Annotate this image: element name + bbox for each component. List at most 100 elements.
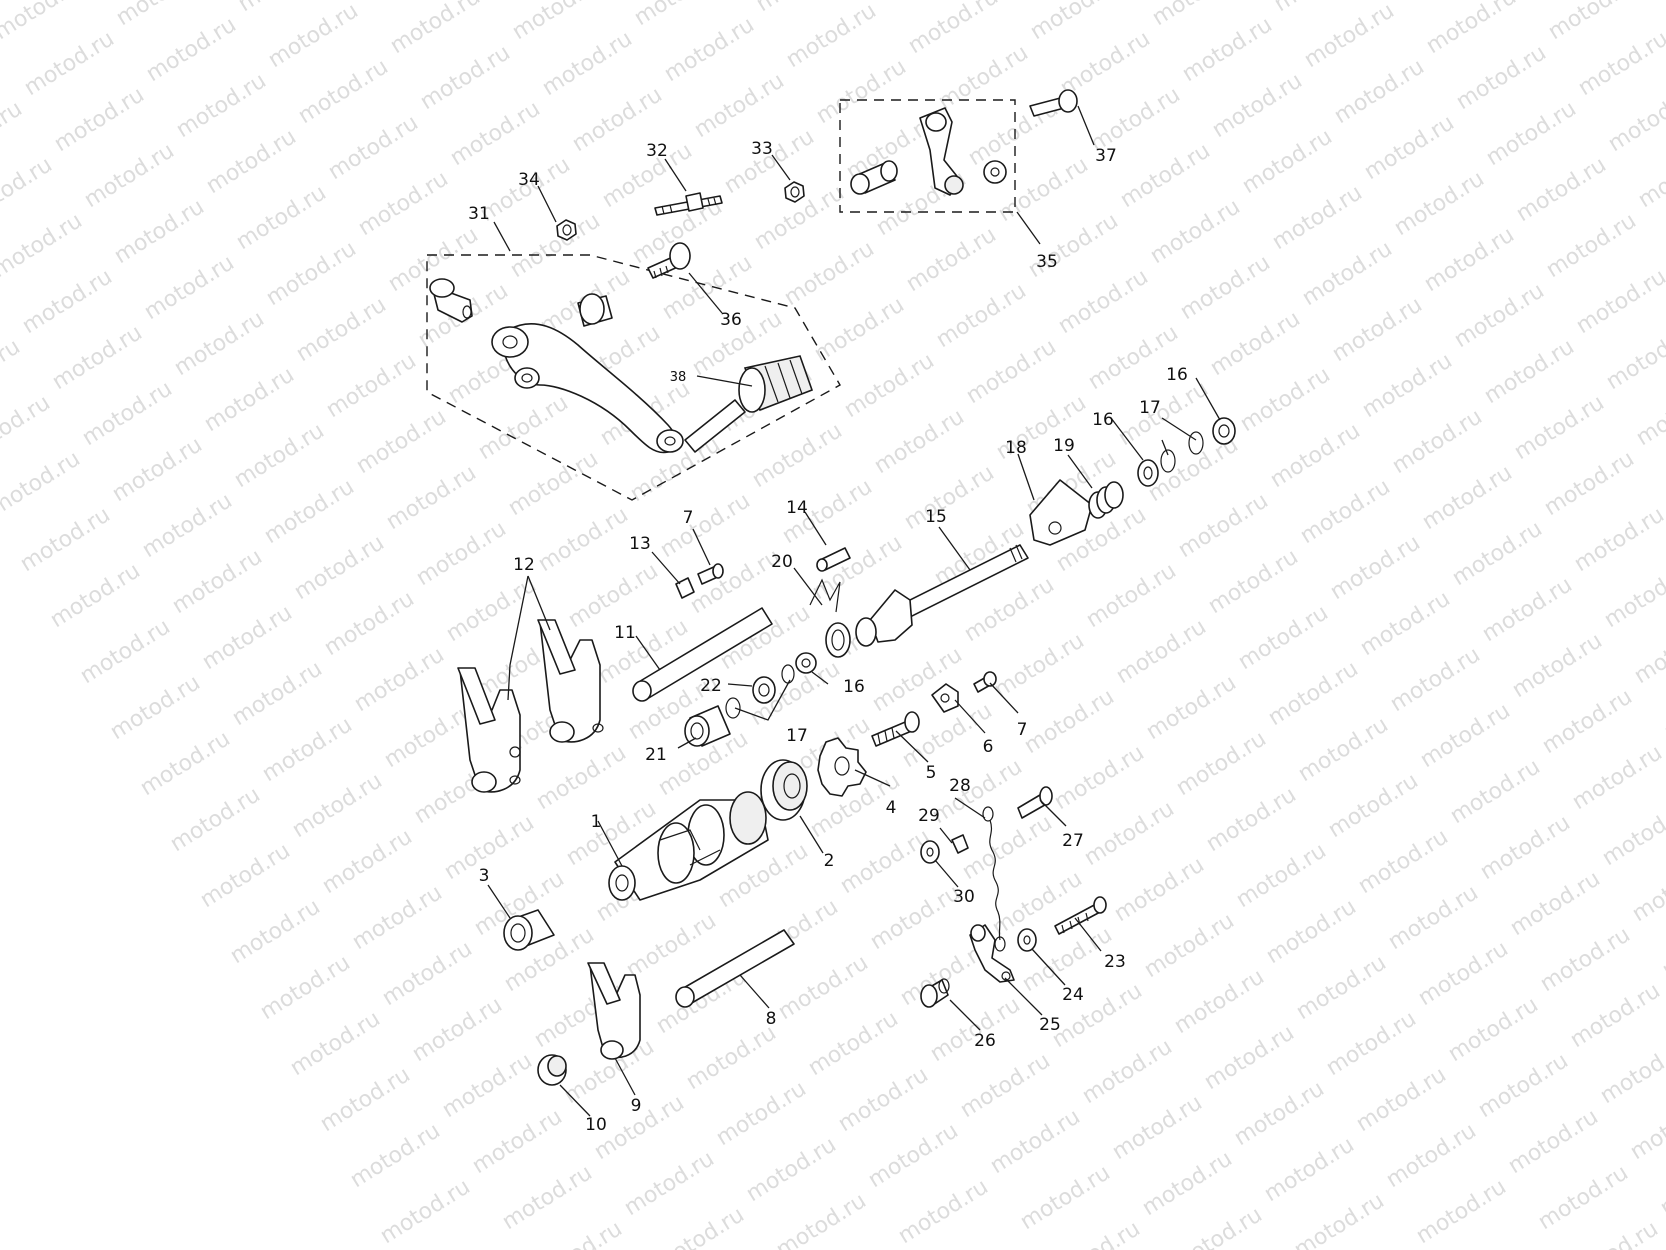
linkage-arm	[919, 107, 964, 196]
watermark-text: motod.ru	[1542, 208, 1641, 283]
watermark-text: motod.ru	[1080, 796, 1179, 871]
callout-label: 16	[1092, 410, 1114, 430]
watermark-text: motod.ru	[1602, 320, 1666, 395]
callout-label: 34	[518, 170, 540, 190]
watermark-text: motod.ru	[1384, 880, 1483, 955]
circlip	[781, 664, 795, 684]
circlip	[1188, 431, 1204, 455]
watermark-text: motod.ru	[1630, 614, 1666, 689]
watermark-text: motod.ru	[1506, 866, 1605, 941]
watermark-text: motod.ru	[894, 1174, 993, 1249]
watermark-text: motod.ru	[0, 446, 85, 521]
watermark-text: motod.ru	[956, 1048, 1055, 1123]
watermark-text: motod.ru	[1512, 152, 1611, 227]
stud-bolt	[654, 192, 723, 216]
watermark-text: motod.ru	[1414, 936, 1513, 1011]
watermark-text: motod.ru	[286, 1006, 385, 1081]
watermark-text: motod.ru	[1266, 418, 1365, 493]
watermark-text: motod.ru	[804, 1006, 903, 1081]
detent-arm	[969, 924, 1015, 983]
watermark-text: motod.ru	[994, 152, 1093, 227]
watermark-text: motod.ru	[1564, 1216, 1663, 1250]
washer	[1017, 928, 1037, 952]
watermark-text: motod.ru	[1660, 670, 1666, 745]
watermark-text: motod.ru	[1146, 194, 1245, 269]
watermark-text: motod.ru	[200, 362, 299, 437]
callout-label: 4	[886, 798, 897, 818]
watermark-text: motod.ru	[350, 642, 449, 717]
callout-label: 6	[983, 737, 994, 757]
fork-shaft	[675, 929, 795, 1008]
watermark-text: motod.ru	[1600, 558, 1666, 633]
watermark-text: motod.ru	[782, 0, 881, 73]
watermark-text: motod.ru	[46, 558, 145, 633]
watermark-text: motod.ru	[1656, 1146, 1666, 1221]
watermark-text: motod.ru	[1232, 838, 1331, 913]
watermark-text: motod.ru	[1082, 558, 1181, 633]
watermark-text: motod.ru	[564, 558, 663, 633]
watermark-text: motod.ru	[1168, 1202, 1267, 1250]
pivot-bolt	[647, 242, 691, 279]
watermark-text: motod.ru	[508, 0, 607, 45]
watermark-text: motod.ru	[1482, 96, 1581, 171]
watermark-text: motod.ru	[1420, 222, 1519, 297]
watermark-text: motod.ru	[256, 950, 355, 1025]
callout-label: 36	[720, 310, 742, 330]
callout-label: 24	[1062, 985, 1084, 1005]
fork-shaft	[632, 607, 773, 702]
callout-label: 18	[1005, 438, 1027, 458]
watermark-text: motod.ru	[1386, 642, 1485, 717]
circlip	[1160, 449, 1176, 473]
watermark-text: motod.ru	[1204, 544, 1303, 619]
watermark-text: motod.ru	[904, 0, 1003, 59]
watermark-text: motod.ru	[166, 782, 265, 857]
callout-labels: 1 2 3 4 5 6 7 7 8 9 10 11 12 13 14 15 16…	[468, 139, 1188, 1135]
watermark-text: motod.ru	[1598, 796, 1666, 871]
watermark-text: motod.ru	[378, 936, 477, 1011]
callout-label: 8	[766, 1009, 777, 1029]
lock-tab	[675, 577, 695, 599]
gear-pedal-lever	[491, 322, 684, 454]
callout-label: 15	[925, 507, 947, 527]
watermark-text: motod.ru	[1148, 0, 1247, 31]
callout-label: 2	[824, 851, 835, 871]
linkage-rod-end	[850, 160, 898, 195]
watermark-text: motod.ru	[382, 460, 481, 535]
callout-label: 17	[786, 726, 808, 746]
watermark-text: motod.ru	[682, 1020, 781, 1095]
watermark-text: motod.ru	[1422, 0, 1521, 59]
watermark-text: motod.ru	[1174, 488, 1273, 563]
watermark-text: motod.ru	[0, 152, 57, 227]
watermark-text: motod.ru	[346, 1118, 445, 1193]
watermark-text: motod.ru	[1568, 740, 1666, 815]
watermark-text: motod.ru	[902, 222, 1001, 297]
watermark-text: motod.ru	[1328, 292, 1427, 367]
bolt	[697, 563, 724, 585]
watermark-text: motod.ru	[1632, 376, 1666, 451]
watermark-text: motod.ru	[534, 502, 633, 577]
watermark-text: motod.ru	[660, 12, 759, 87]
watermark-text: motod.ru	[1046, 1216, 1145, 1250]
watermark-text: motod.ru	[108, 432, 207, 507]
nut	[784, 181, 805, 203]
watermark-text: motod.ru	[48, 320, 147, 395]
watermark-text: motod.ru	[1112, 614, 1211, 689]
watermark-text: motod.ru	[408, 992, 507, 1067]
callout-label: 19	[1053, 436, 1075, 456]
watermark-text: motod.ru	[1138, 1146, 1237, 1221]
watermark-text: motod.ru	[620, 1146, 719, 1221]
watermark-text: motod.ru	[16, 502, 115, 577]
watermark-text: motod.ru	[834, 1062, 933, 1137]
watermark-text: motod.ru	[990, 628, 1089, 703]
watermark-text: motod.ru	[1178, 12, 1277, 87]
watermark-text: motod.ru	[1412, 1174, 1511, 1249]
watermark-text: motod.ru	[1330, 54, 1429, 129]
watermark-text: motod.ru	[712, 1076, 811, 1151]
watermark-text: motod.ru	[1108, 1090, 1207, 1165]
dowel-pin	[816, 547, 851, 572]
watermark-text: motod.ru	[1296, 474, 1395, 549]
watermark-text: motod.ru	[136, 726, 235, 801]
footrest-peg	[684, 355, 814, 453]
watermark-text: motod.ru	[1478, 572, 1577, 647]
watermark-text: motod.ru	[962, 334, 1061, 409]
